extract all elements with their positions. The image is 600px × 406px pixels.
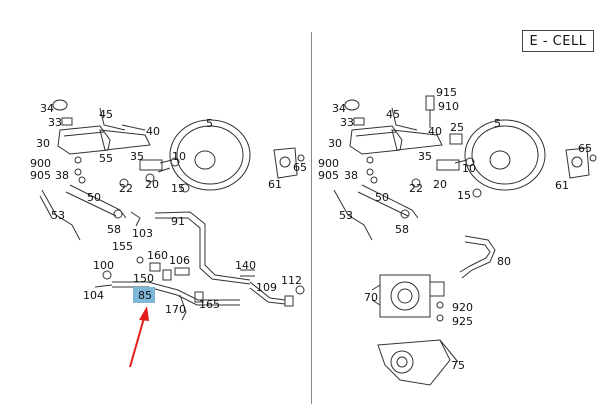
vacuum-line xyxy=(112,281,240,301)
reservoir-cap xyxy=(52,99,68,111)
label-65: 65 xyxy=(293,161,307,174)
label-104: 104 xyxy=(83,289,104,302)
master-cylinder xyxy=(99,129,151,151)
label-91: 91 xyxy=(171,215,185,228)
label-r-910: 910 xyxy=(438,100,459,113)
label-165: 165 xyxy=(199,298,220,311)
label-5: 5 xyxy=(206,117,213,130)
label-22: 22 xyxy=(119,182,133,195)
label-10: 10 xyxy=(172,150,186,163)
label-905: 905 xyxy=(30,169,51,182)
label-r-50: 50 xyxy=(375,191,389,204)
label-160: 160 xyxy=(147,249,168,262)
label-15: 15 xyxy=(171,182,185,195)
panel-divider xyxy=(311,32,312,404)
label-100: 100 xyxy=(93,259,114,272)
label-103: 103 xyxy=(132,227,153,240)
label-r-45: 45 xyxy=(386,108,400,121)
label-53: 53 xyxy=(51,209,65,222)
label-r-35: 35 xyxy=(418,150,432,163)
label-140: 140 xyxy=(235,259,256,272)
label-109: 109 xyxy=(256,281,277,294)
label-r-25: 25 xyxy=(450,121,464,134)
label-r-30: 30 xyxy=(328,137,342,150)
label-106: 106 xyxy=(169,254,190,267)
label-r-40: 40 xyxy=(428,125,442,138)
label-r-38: 38 xyxy=(344,169,358,182)
label-35: 35 xyxy=(130,150,144,163)
part-85-highlight[interactable] xyxy=(133,287,155,303)
label-r-80: 80 xyxy=(497,255,511,268)
label-38: 38 xyxy=(55,169,69,182)
label-r-33: 33 xyxy=(340,116,354,129)
label-r-75: 75 xyxy=(451,359,465,372)
label-r-915: 915 xyxy=(436,86,457,99)
red-arrow-icon xyxy=(129,306,149,368)
flange xyxy=(273,147,298,179)
label-r-925: 925 xyxy=(452,315,473,328)
label-r-70: 70 xyxy=(364,291,378,304)
label-33: 33 xyxy=(48,116,62,129)
label-r-65: 65 xyxy=(578,142,592,155)
label-55: 55 xyxy=(99,152,113,165)
label-r-20: 20 xyxy=(433,178,447,191)
label-45: 45 xyxy=(99,108,113,121)
label-r-53: 53 xyxy=(339,209,353,222)
label-20: 20 xyxy=(145,178,159,191)
label-r-5: 5 xyxy=(494,117,501,130)
label-150: 150 xyxy=(133,272,154,285)
label-40: 40 xyxy=(146,125,160,138)
label-r-10: 10 xyxy=(462,162,476,175)
label-58: 58 xyxy=(107,223,121,236)
label-112: 112 xyxy=(281,274,302,287)
label-50: 50 xyxy=(87,191,101,204)
label-r-22: 22 xyxy=(409,182,423,195)
brake-booster xyxy=(169,119,251,191)
label-34: 34 xyxy=(40,102,54,115)
label-r-34: 34 xyxy=(332,102,346,115)
label-85: 85 xyxy=(138,289,152,302)
label-30: 30 xyxy=(36,137,50,150)
label-61: 61 xyxy=(268,178,282,191)
label-170: 170 xyxy=(165,303,186,316)
label-900: 900 xyxy=(30,157,51,170)
label-r-58: 58 xyxy=(395,223,409,236)
e-cell-badge: E - CELL xyxy=(522,30,594,52)
vacuum-hose xyxy=(154,211,251,281)
label-r-905: 905 xyxy=(318,169,339,182)
label-r-15: 15 xyxy=(457,189,471,202)
label-r-920: 920 xyxy=(452,301,473,314)
label-r-61: 61 xyxy=(555,179,569,192)
label-r-900: 900 xyxy=(318,157,339,170)
label-155: 155 xyxy=(112,240,133,253)
